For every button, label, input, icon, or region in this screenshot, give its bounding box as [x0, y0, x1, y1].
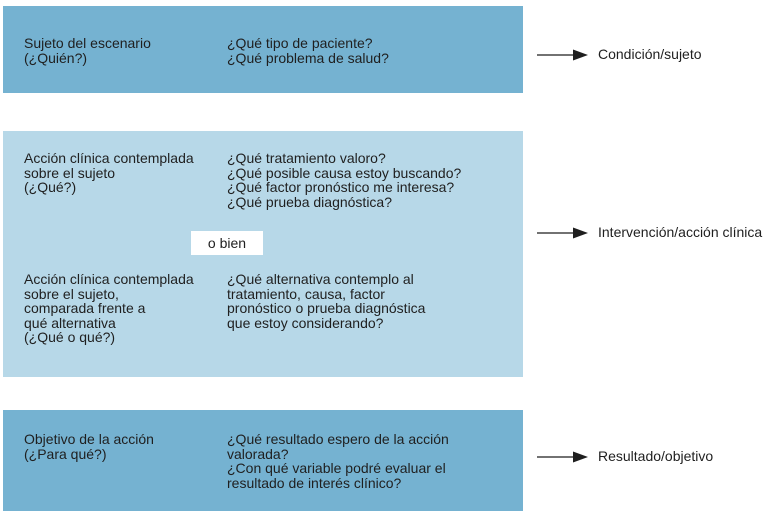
outcome-box: Objetivo de la acción (¿Para qué?) ¿Qué … [3, 410, 523, 511]
outcome-row: Resultado/objetivo [537, 448, 781, 468]
outcome-label: Resultado/objetivo [598, 448, 714, 464]
intervention-box: Acción clínica contemplada sobre el suje… [3, 131, 523, 377]
comparison-question-label: Acción clínica contemplada sobre el suje… [24, 271, 194, 345]
intervention-questions: ¿Qué tratamiento valoro? ¿Qué posible ca… [227, 150, 462, 210]
intervention-question-label: Acción clínica contemplada sobre el suje… [24, 150, 194, 195]
condition-row: Condición/sujeto [537, 46, 781, 66]
right-arrow-icon [537, 49, 588, 61]
comparison-questions: ¿Qué alternativa contemplo al tratamient… [227, 271, 426, 331]
subject-questions: ¿Qué tipo de paciente? ¿Qué problema de … [227, 35, 389, 66]
right-arrow-icon [537, 227, 588, 239]
outcome-question-label: Objetivo de la acción (¿Para qué?) [24, 431, 154, 462]
subject-question-label: Sujeto del escenario (¿Quién?) [24, 35, 151, 66]
right-arrow-icon [537, 451, 588, 463]
intervention-row: Intervención/acción clínica [537, 224, 781, 244]
or-separator: o bien [191, 231, 263, 255]
subject-box: Sujeto del escenario (¿Quién?) ¿Qué tipo… [3, 6, 523, 93]
condition-label: Condición/sujeto [598, 46, 702, 62]
intervention-label: Intervención/acción clínica [598, 224, 763, 240]
outcome-questions: ¿Qué resultado espero de la acción valor… [227, 431, 449, 491]
